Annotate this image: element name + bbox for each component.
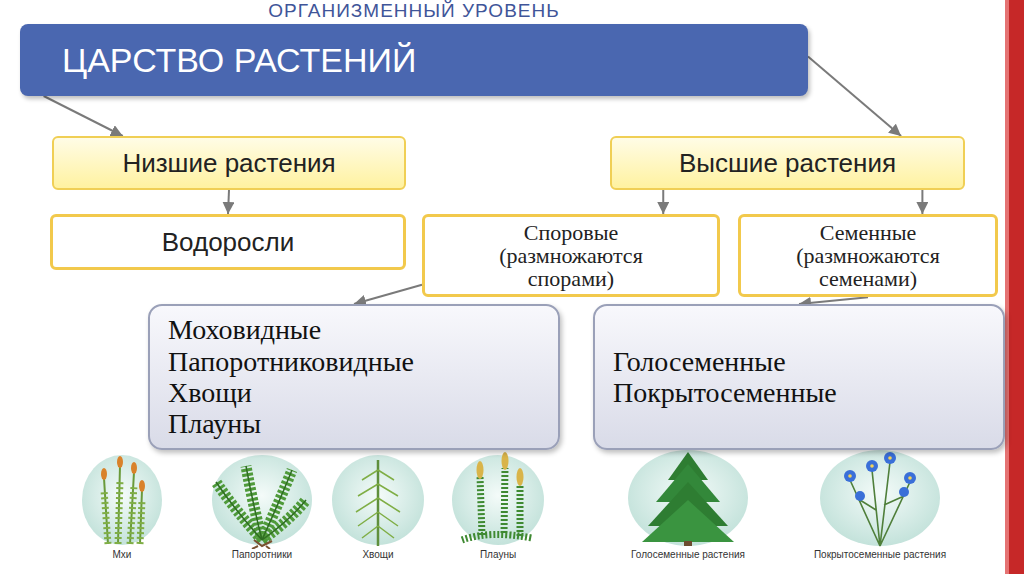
division-list: МоховидныеПапоротниковидныеХвощиПлауны [148,304,560,450]
clubmoss-picture [452,452,544,545]
illustration-part [899,487,909,497]
illustration-part [502,452,509,470]
illustration-part [908,476,912,480]
node-text: Плауны [168,408,261,439]
illustration-part [332,455,424,545]
group-box: Высшие растения [610,136,965,190]
connector-arrow [354,285,422,304]
illustration-part [216,466,306,540]
illustration-part [517,468,524,486]
category-box: Споровые (размножаются спорами) [422,214,720,297]
connector-arrow [44,96,123,136]
connector-arrow [921,190,923,214]
illustration-part [866,460,878,472]
illustration-part [477,461,484,479]
illustration-part [356,470,400,538]
illustration-part [452,455,544,545]
illustration-part [462,468,532,540]
node-text: Высшие растения [679,148,896,179]
illustration-part [848,474,852,478]
illustration-part [101,468,107,480]
kingdom-banner: ЦАРСТВО РАСТЕНИЙ [20,24,808,96]
illustration-part [212,455,312,545]
image-caption: Мхи [111,549,134,561]
illustration-part [117,456,123,468]
slide-title: ОРГАНИЗМЕННЫЙ УРОВЕНЬ [20,0,808,22]
group-box: Низшие растения [52,136,406,190]
side-bar-edge [1005,0,1009,574]
node-text: Хвощи [168,377,252,408]
moss-picture [82,455,162,545]
illustration-part [104,480,142,544]
fern-picture [212,455,312,549]
horsetail-picture [332,455,424,546]
category-box: Водоросли [50,214,406,270]
node-text: Низшие растения [122,148,335,179]
illustration-part [104,466,142,544]
side-bar [1005,0,1024,574]
node-text: Споровые (размножаются спорами) [469,221,674,290]
node-text: Голосеменные [613,346,786,377]
node-text: Семенные (размножаются семенами) [766,221,971,290]
illustration-part [884,452,896,464]
image-caption: Голосеменные растения [629,549,747,561]
node-text: Водоросли [162,227,294,258]
node-text: Моховидные [168,314,321,345]
connector-arrow [228,190,229,214]
illustration-part [844,470,856,482]
illustration-part [684,541,692,546]
illustration-part [131,462,137,474]
illustration-part [216,466,306,540]
image-caption: Хвощи [360,549,395,561]
illustration-part [888,456,892,460]
illustration-part [139,480,145,492]
connector-arrow [662,190,664,214]
connector-arrow [808,56,901,136]
illustration-part [377,460,380,546]
illustration-part [642,500,734,542]
node-text: Папоротниковидные [168,346,414,377]
illustration-part [904,472,916,484]
illustration-part [820,450,940,546]
node-text: Покрытосеменные [613,377,837,408]
connector-arrow [799,297,868,304]
illustration-part [850,462,910,546]
node-text: ЦАРСТВО РАСТЕНИЙ [62,41,416,80]
illustration-part [870,464,874,468]
illustration-part [82,455,162,545]
division-list: ГолосеменныеПокрытосеменные [593,304,1005,450]
illustration-part [855,491,865,501]
image-caption: Папоротники [230,549,294,561]
category-box: Семенные (размножаются семенами) [738,214,998,297]
image-caption: Плауны [478,549,518,561]
illustration-part [628,450,748,546]
illustration-part [252,540,272,549]
image-caption: Покрытосеменные растения [812,549,948,561]
flowering-plant-picture [820,450,940,546]
conifer-picture [628,450,748,546]
